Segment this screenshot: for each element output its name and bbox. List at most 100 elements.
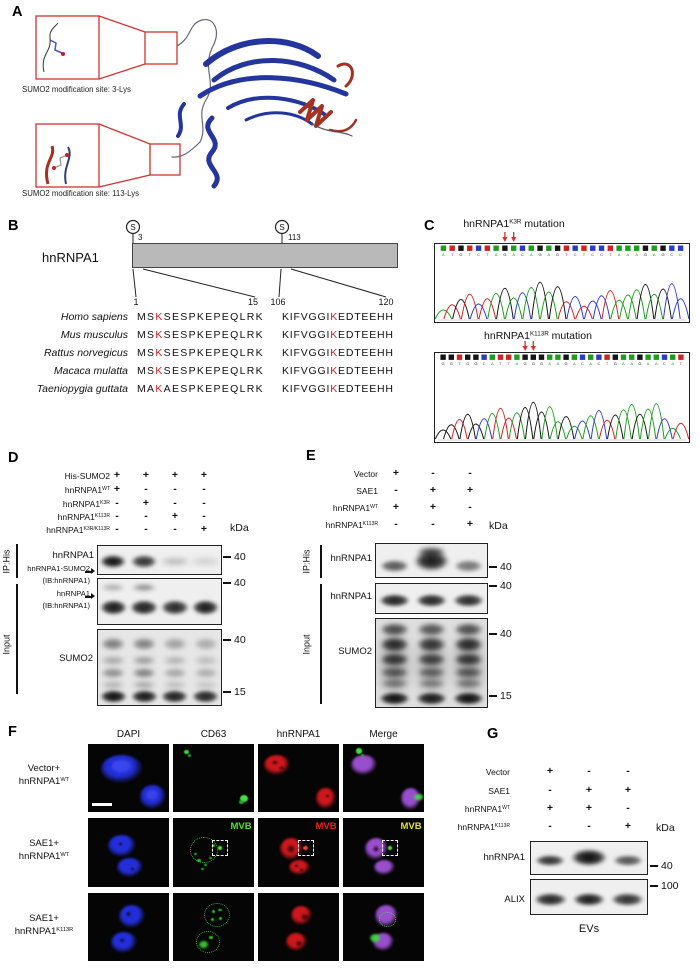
condition-value: - xyxy=(587,765,591,777)
condition-value: - xyxy=(173,523,177,535)
puncta xyxy=(208,856,212,860)
nuclear-spot xyxy=(295,939,304,947)
condition-label: hnRNPA1K113R xyxy=(457,822,510,832)
condition-value: - xyxy=(144,523,148,535)
condition-value: - xyxy=(173,497,177,509)
blot-label-alix-g: ALIX xyxy=(504,894,525,905)
input-side-label-d: Input xyxy=(1,634,12,655)
blot-band xyxy=(417,636,446,652)
nuclear-spot xyxy=(286,844,297,854)
kda-header-g: kDa xyxy=(656,822,675,834)
blot-band xyxy=(159,556,191,566)
cell-signal xyxy=(264,754,291,776)
if-image-dapi-r3 xyxy=(88,893,169,961)
if-image-cd63-r3 xyxy=(173,893,254,961)
blot-band xyxy=(100,554,127,568)
marker-tick xyxy=(223,556,231,558)
condition-value: - xyxy=(202,510,206,522)
input-side-label-e: Input xyxy=(301,634,312,655)
blot-band xyxy=(193,681,218,689)
puncta xyxy=(303,845,309,850)
svg-text:T: T xyxy=(451,252,454,257)
vesicle-ring xyxy=(195,931,220,953)
cell-signal xyxy=(198,941,209,950)
blot-band xyxy=(454,560,483,572)
sumo-site-marker-2: S 113 xyxy=(274,219,301,244)
blot-band xyxy=(451,628,486,700)
cell-signal xyxy=(369,934,382,943)
cell-signal xyxy=(373,860,395,876)
site-detail-3lys xyxy=(42,22,65,73)
panel-f-label: F xyxy=(8,724,17,740)
svg-text:G: G xyxy=(459,252,462,257)
range-label-106: 106 xyxy=(270,297,286,307)
marker-tick xyxy=(650,885,658,887)
sumo-site-pos-2: 113 xyxy=(288,233,301,242)
svg-text:A: A xyxy=(635,252,638,257)
condition-value: + xyxy=(624,820,632,832)
svg-text:A: A xyxy=(618,252,621,257)
sumo-site-marker-1: S 3 xyxy=(125,219,143,244)
svg-text:C: C xyxy=(591,252,594,257)
sequence-segment: MAKAESPKEPEQLRK xyxy=(137,383,264,395)
condition-label: hnRNPA1K3R xyxy=(62,499,110,509)
blot-band xyxy=(454,622,483,636)
condition-value: + xyxy=(113,469,121,481)
cell-signal xyxy=(111,760,133,774)
blot-band xyxy=(417,547,446,557)
blot-band xyxy=(380,622,409,636)
svg-text:A: A xyxy=(647,361,650,366)
row-label-sae1-k113r-line1: SAE1+ xyxy=(29,913,59,924)
svg-text:G: G xyxy=(644,252,647,257)
panel-a-label: A xyxy=(12,4,23,20)
blot-label-ib-2: (IB:hnRNPA1) xyxy=(42,601,90,610)
blot-band xyxy=(414,628,449,700)
blot-band xyxy=(380,652,409,666)
condition-value: - xyxy=(431,518,435,530)
blot-g-alix xyxy=(530,879,648,915)
blot-band xyxy=(572,892,606,906)
blot-band xyxy=(378,691,411,705)
blot-band xyxy=(131,554,158,568)
if-image-cd63-r1 xyxy=(173,744,254,812)
condition-value: - xyxy=(394,484,398,496)
blot-band xyxy=(101,638,126,650)
svg-text:A: A xyxy=(627,252,630,257)
svg-text:G: G xyxy=(524,361,527,366)
svg-text:C: C xyxy=(483,361,486,366)
nuclear-spot xyxy=(270,759,280,766)
blot-g-hnrnpa1 xyxy=(530,841,648,875)
sumo-s-tag-1: S xyxy=(130,223,135,232)
blot-band xyxy=(132,583,157,591)
blot-band xyxy=(611,892,645,906)
kda-marker-e3a: 40 xyxy=(489,628,512,640)
blot-label-hnrnpa1-sumo2: hnRNPA1-SUMO2 xyxy=(27,564,90,573)
svg-text:T: T xyxy=(583,252,586,257)
kda-marker-d2: 40 xyxy=(223,577,246,589)
svg-text:A: A xyxy=(530,252,533,257)
sumo-s-tag-2: S xyxy=(279,223,284,232)
sumo-site-pos-1: 3 xyxy=(138,233,143,242)
svg-text:T: T xyxy=(469,252,472,257)
svg-text:C: C xyxy=(574,252,577,257)
blot-band xyxy=(132,668,157,678)
blot-band xyxy=(162,681,187,689)
blot-band xyxy=(454,666,483,678)
svg-text:T: T xyxy=(458,361,461,366)
puncta xyxy=(211,910,216,913)
panel-d-label: D xyxy=(8,450,19,466)
sequence-segment: KIFVGGIKEDTEEHH xyxy=(282,311,394,323)
conserved-lysine: K xyxy=(155,383,164,395)
species-name: Mus musculus xyxy=(60,329,128,341)
range-label-15: 15 xyxy=(247,297,258,307)
puncta xyxy=(203,863,207,867)
blot-d-input-sumo2 xyxy=(97,629,222,706)
cell-signal xyxy=(108,835,136,858)
marker-value: 40 xyxy=(500,561,512,573)
blot-band xyxy=(415,593,448,607)
blot-band xyxy=(130,599,158,615)
column-header-merge: Merge xyxy=(369,729,398,740)
condition-value: + xyxy=(624,784,632,796)
